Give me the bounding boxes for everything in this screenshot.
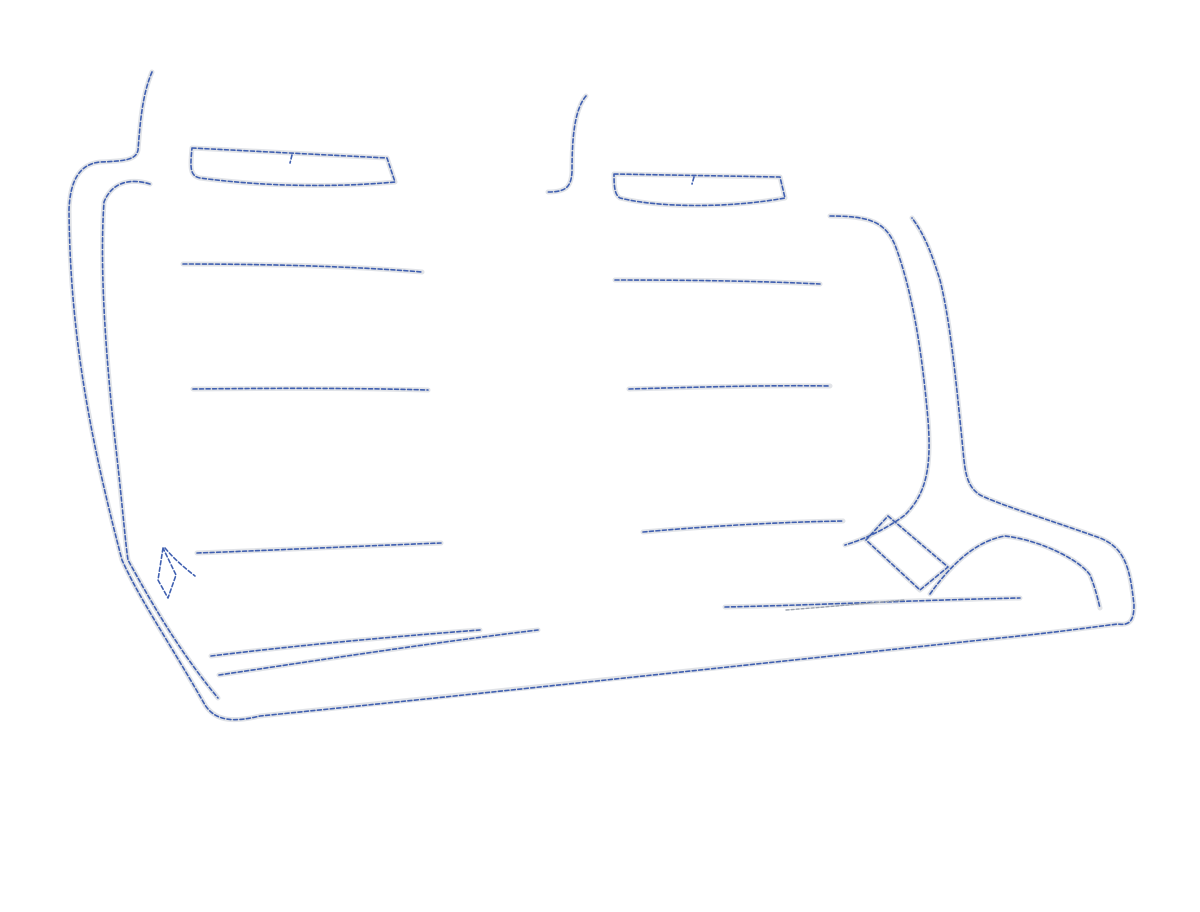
left-headrest-outline [190,147,396,187]
cushion-front-stitch-1 [210,629,481,657]
headrests [190,147,786,207]
outer-outline-seam [68,71,1135,721]
left-side-detail [157,547,196,599]
backrest-stitch-lines [182,263,844,554]
cushion-stitch-lines [210,597,1021,676]
cushion-front-stitch-2 [218,629,539,676]
right-side-detail [865,515,1101,609]
right-headrest-notch [691,176,695,185]
right-backrest-stitch-2 [628,384,831,390]
right-backrest-stitch-1 [614,279,821,285]
right-bolster-seam [829,215,930,546]
cushion-right-stitch-shadow [785,599,906,611]
left-backrest-stitch-1 [182,263,423,273]
right-buckle-seam [865,515,949,591]
seat-outline [68,71,1135,721]
left-buckle-seam [157,547,177,599]
left-backrest-stitch-3 [196,542,442,554]
right-armrest-seam [929,535,1101,609]
left-belt-seam [164,547,196,577]
halo-layer [66,69,1137,723]
right-backrest-stitch-3 [642,520,844,533]
center-divider-seam [547,95,587,193]
left-inner-seam [101,180,219,699]
left-backrest-stitch-2 [192,387,429,391]
left-headrest-notch [289,154,293,164]
right-headrest-outline [613,173,786,207]
